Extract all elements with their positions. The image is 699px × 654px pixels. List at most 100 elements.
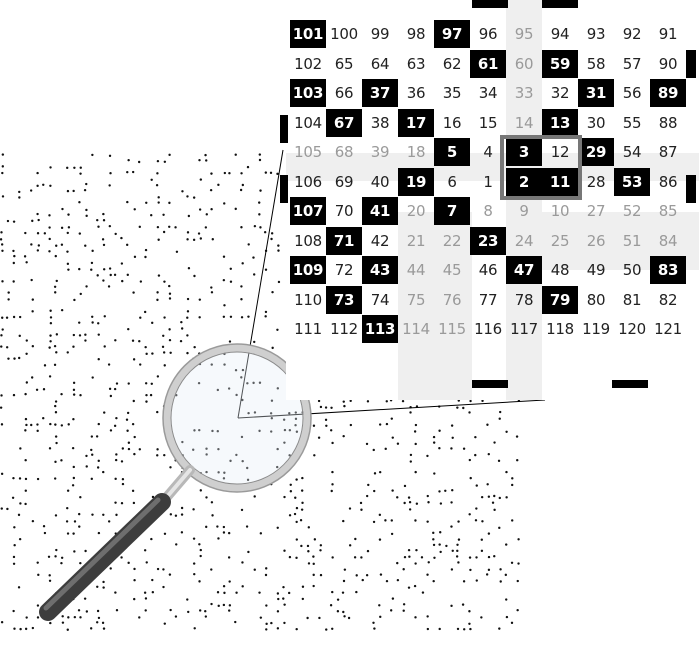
prime-dot xyxy=(48,250,50,252)
prime-dot xyxy=(320,406,322,408)
prime-dot xyxy=(240,189,242,191)
prime-dot xyxy=(229,340,231,342)
prime-dot xyxy=(49,166,51,168)
prime-dot xyxy=(126,418,128,420)
prime-dot xyxy=(90,449,92,451)
prime-dot xyxy=(427,501,429,503)
prime-dot xyxy=(114,388,116,390)
prime-dot xyxy=(84,245,86,247)
prime-dot xyxy=(199,609,201,611)
spiral-number-cell: 23 xyxy=(470,227,506,255)
prime-dot xyxy=(48,574,50,576)
spiral-number-cell: 65 xyxy=(326,50,362,78)
prime-dot xyxy=(380,573,382,575)
prime-dot xyxy=(145,597,147,599)
grid-edge-mark xyxy=(542,0,578,8)
prime-dot xyxy=(144,591,146,593)
prime-dot xyxy=(110,567,112,569)
prime-dot xyxy=(168,285,170,287)
spiral-number-cell: 31 xyxy=(578,79,614,107)
prime-dot xyxy=(37,219,39,221)
prime-dot xyxy=(163,351,165,353)
prime-dot xyxy=(367,484,369,486)
prime-dot xyxy=(240,226,242,228)
prime-dot xyxy=(181,327,183,329)
prime-dot xyxy=(426,455,428,457)
prime-dot xyxy=(302,586,304,588)
prime-dot xyxy=(54,364,56,366)
prime-dot xyxy=(456,544,458,546)
prime-dot xyxy=(486,424,488,426)
prime-dot xyxy=(404,485,406,487)
prime-dot xyxy=(73,334,75,336)
prime-dot xyxy=(97,322,99,324)
spiral-number-cell: 25 xyxy=(542,227,578,255)
prime-dot xyxy=(469,628,471,630)
spiral-number-cell: 63 xyxy=(398,50,434,78)
prime-dot xyxy=(73,299,75,301)
prime-dot xyxy=(391,519,393,521)
prime-dot xyxy=(198,232,200,234)
prime-dot xyxy=(12,280,14,282)
spiral-number-cell: 115 xyxy=(434,315,470,343)
prime-dot xyxy=(403,502,405,504)
prime-dot xyxy=(102,213,104,215)
prime-dot xyxy=(1,280,3,282)
prime-dot xyxy=(187,298,189,300)
prime-dot xyxy=(349,507,351,509)
prime-dot xyxy=(205,496,207,498)
prime-dot xyxy=(457,520,459,522)
prime-dot xyxy=(128,382,130,384)
prime-dot xyxy=(248,243,250,245)
prime-dot xyxy=(493,495,495,497)
prime-dot xyxy=(270,622,272,624)
prime-dot xyxy=(50,316,52,318)
prime-dot xyxy=(121,502,123,504)
spiral-number-cell: 102 xyxy=(290,50,326,78)
prime-dot xyxy=(1,423,3,425)
prime-dot xyxy=(318,436,320,438)
prime-dot xyxy=(186,316,188,318)
prime-dot xyxy=(169,573,171,575)
spiral-number-cell: 110 xyxy=(290,286,326,314)
prime-dot xyxy=(366,443,368,445)
spiral-number-cell: 95 xyxy=(506,20,542,48)
prime-dot xyxy=(289,556,291,558)
spiral-number-cell: 20 xyxy=(398,197,434,225)
prime-dot xyxy=(32,520,34,522)
grid-edge-mark xyxy=(472,0,508,8)
prime-dot xyxy=(144,609,146,611)
prime-dot xyxy=(264,231,266,233)
prime-dot xyxy=(144,549,146,551)
prime-dot xyxy=(438,430,440,432)
prime-dot xyxy=(36,389,38,391)
prime-dot xyxy=(67,532,69,534)
prime-dot xyxy=(90,627,92,629)
prime-dot xyxy=(277,244,279,246)
prime-dot xyxy=(151,352,153,354)
prime-dot xyxy=(439,531,441,533)
prime-dot xyxy=(44,532,46,534)
prime-dot xyxy=(493,509,495,511)
prime-dot xyxy=(85,455,87,457)
spiral-number-cell: 46 xyxy=(470,256,506,284)
prime-dot xyxy=(0,406,2,408)
prime-dot xyxy=(265,269,267,271)
spiral-number-cell: 61 xyxy=(470,50,506,78)
prime-dot xyxy=(331,490,333,492)
prime-dot xyxy=(132,171,134,173)
prime-dot xyxy=(67,268,69,270)
prime-dot xyxy=(265,311,267,313)
prime-dot xyxy=(307,545,309,547)
prime-dot xyxy=(343,580,345,582)
prime-dot xyxy=(325,419,327,421)
prime-dot xyxy=(55,400,57,402)
prime-dot xyxy=(146,561,148,563)
prime-dot xyxy=(60,459,62,461)
prime-dot xyxy=(91,435,93,437)
prime-dot xyxy=(13,627,15,629)
prime-dot xyxy=(25,261,27,263)
prime-dot xyxy=(480,616,482,618)
prime-dot xyxy=(18,586,20,588)
prime-dot xyxy=(104,345,106,347)
